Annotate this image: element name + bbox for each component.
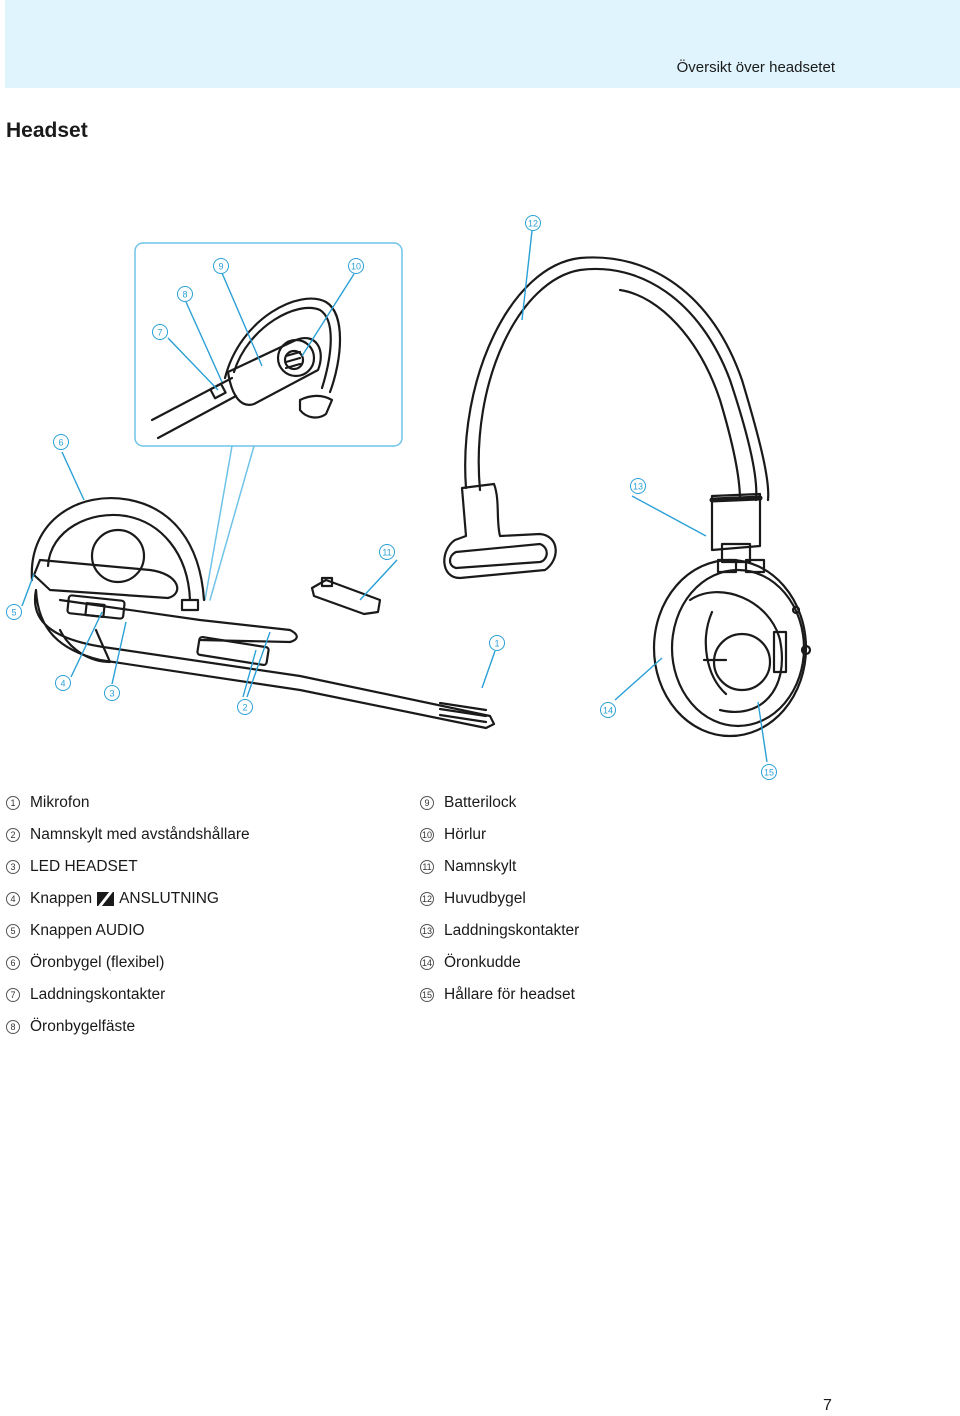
legend-label-prefix: Knappen [30,890,93,907]
legend-label: Batterilock [444,794,517,811]
callout-11: 11 [379,544,395,560]
svg-text:14: 14 [603,706,613,716]
number-badge: 8 [6,1020,20,1034]
legend-item: 15 Hållare för headset [420,979,579,1011]
legend-item: 2 Namnskylt med avståndshållare [6,819,250,851]
svg-text:8: 8 [182,290,187,300]
callout-13: 13 [630,478,646,494]
callout-8: 8 [177,286,193,302]
page-heading: Headset [6,119,88,142]
legend-item: 12 Huvudbygel [420,883,579,915]
svg-text:15: 15 [764,768,774,778]
svg-text:3: 3 [109,689,114,699]
callout-5: 5 [6,604,22,620]
legend-item: 13 Laddningskontakter [420,915,579,947]
legend-item: 6 Öronbygel (flexibel) [6,947,250,979]
callout-9: 9 [213,258,229,274]
legend-item: 14 Öronkudde [420,947,579,979]
callout-12: 12 [525,215,541,231]
legend-item: 3 LED HEADSET [6,851,250,883]
number-badge: 10 [420,828,434,842]
callout-4: 4 [55,675,71,691]
svg-text:4: 4 [60,679,65,689]
legend-item: 4 Knappen ANSLUTNING [6,883,250,915]
svg-text:12: 12 [528,219,538,229]
headset-body [30,497,496,730]
headband-headset [443,256,812,738]
legend-label: Laddningskontakter [444,922,580,939]
callout-3: 3 [104,685,120,701]
legend-label: Namnskylt [444,858,517,875]
detail-inset-frame [134,242,403,447]
callout-1: 1 [489,635,505,651]
svg-text:10: 10 [351,262,361,272]
legend-item: 11 Namnskylt [420,851,579,883]
legend-item: 9 Batterilock [420,787,579,819]
nameplate [310,576,382,616]
legend-label: Knappen AUDIO [30,922,145,939]
number-badge: 15 [420,988,434,1002]
legend-label: Namnskylt med avståndshållare [30,826,250,843]
legend-label: Hållare för headset [444,986,575,1003]
legend-item: 8 Öronbygelfäste [6,1011,250,1043]
number-badge: 6 [6,956,20,970]
svg-text:11: 11 [382,548,391,558]
number-badge: 4 [6,892,20,906]
number-badge: 13 [420,924,434,938]
legend-label: LED HEADSET [30,858,138,875]
legend-item: 1 Mikrofon [6,787,250,819]
number-badge: 11 [420,860,434,874]
legend-label: Öronbygel (flexibel) [30,954,165,971]
legend-label: Öronkudde [444,954,521,971]
number-badge: 3 [6,860,20,874]
legend-item: 5 Knappen AUDIO [6,915,250,947]
svg-text:5: 5 [11,608,16,618]
callout-14: 14 [600,702,616,718]
legend-item: 10 Hörlur [420,819,579,851]
legend-label: Öronbygelfäste [30,1018,136,1035]
legend-label: Huvudbygel [444,890,526,907]
svg-text:1: 1 [494,639,499,649]
callout-6: 6 [53,434,69,450]
svg-text:7: 7 [157,328,162,338]
sennheiser-logo-icon [97,892,115,906]
number-badge: 14 [420,956,434,970]
legend-label: ANSLUTNING [119,890,219,907]
legend-left: 1 Mikrofon 2 Namnskylt med avståndshållare… [6,787,250,1043]
number-badge: 2 [6,828,20,842]
callout-10: 10 [348,258,364,274]
svg-text:13: 13 [633,482,643,492]
header-band [5,0,960,88]
section-title: Översikt över headsetet [676,59,835,76]
svg-text:2: 2 [242,703,247,713]
number-badge: 5 [6,924,20,938]
legend-right: 9 Batterilock 10 Hörlur 11 Namnskylt 12 Huvu… [420,787,579,1011]
headset-diagram: 12 9 10 8 7 6 13 11 5 1 4 3 2 14 15 [6,215,812,780]
number-badge: 9 [420,796,434,810]
page-number: 7 [823,1397,832,1414]
legend-label: Laddningskontakter [30,986,166,1003]
leader-lines [21,230,768,763]
number-badge: 7 [6,988,20,1002]
callout-2: 2 [237,699,253,715]
svg-text:6: 6 [58,438,63,448]
inset-earpiece [150,297,342,440]
svg-text:9: 9 [218,262,223,272]
legend-label: Hörlur [444,826,487,843]
legend-item: 7 Laddningskontakter [6,979,250,1011]
callout-7: 7 [152,324,168,340]
callout-15: 15 [761,764,777,780]
legend-label: Mikrofon [30,794,90,811]
number-badge: 1 [6,796,20,810]
number-badge: 12 [420,892,434,906]
